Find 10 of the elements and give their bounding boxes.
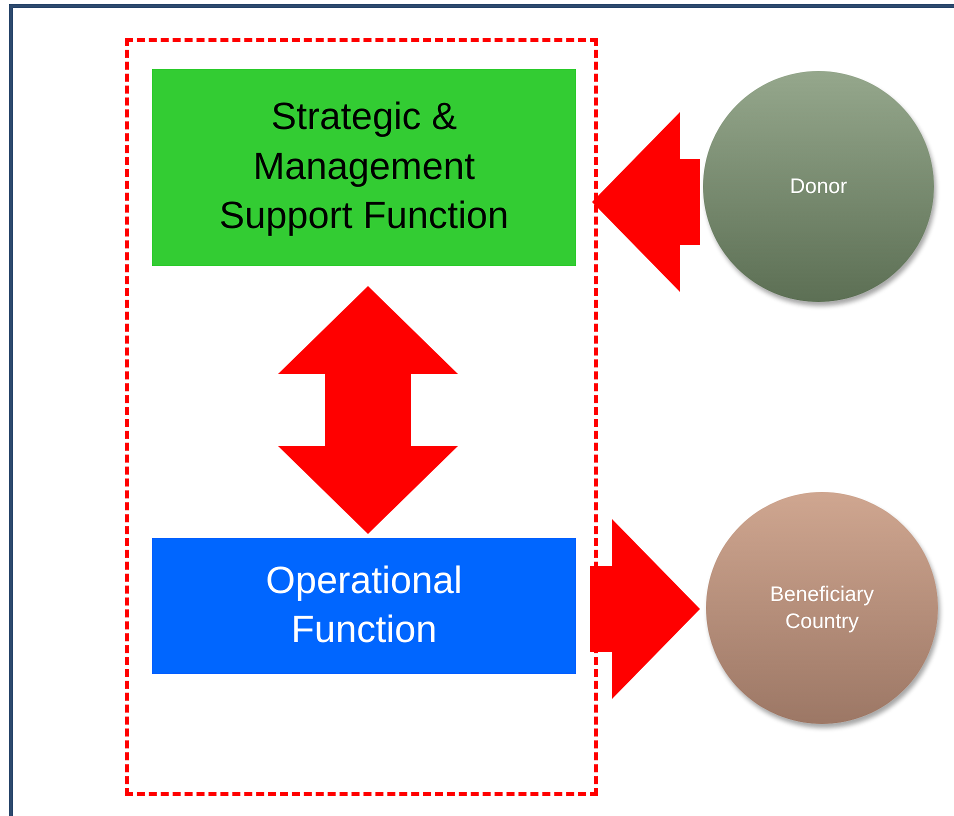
block-arrow (278, 286, 458, 534)
process-box (152, 69, 576, 266)
box-label: Strategic & Management Support Function (218, 95, 510, 240)
circle-label: Donor (790, 174, 848, 200)
block-arrow (592, 112, 700, 292)
box-label: Operational Function (264, 558, 464, 653)
process-box (152, 538, 576, 674)
block-arrow (590, 519, 700, 699)
circle-label: Beneficiary Country (769, 582, 875, 635)
dashed-boundary (125, 38, 598, 796)
